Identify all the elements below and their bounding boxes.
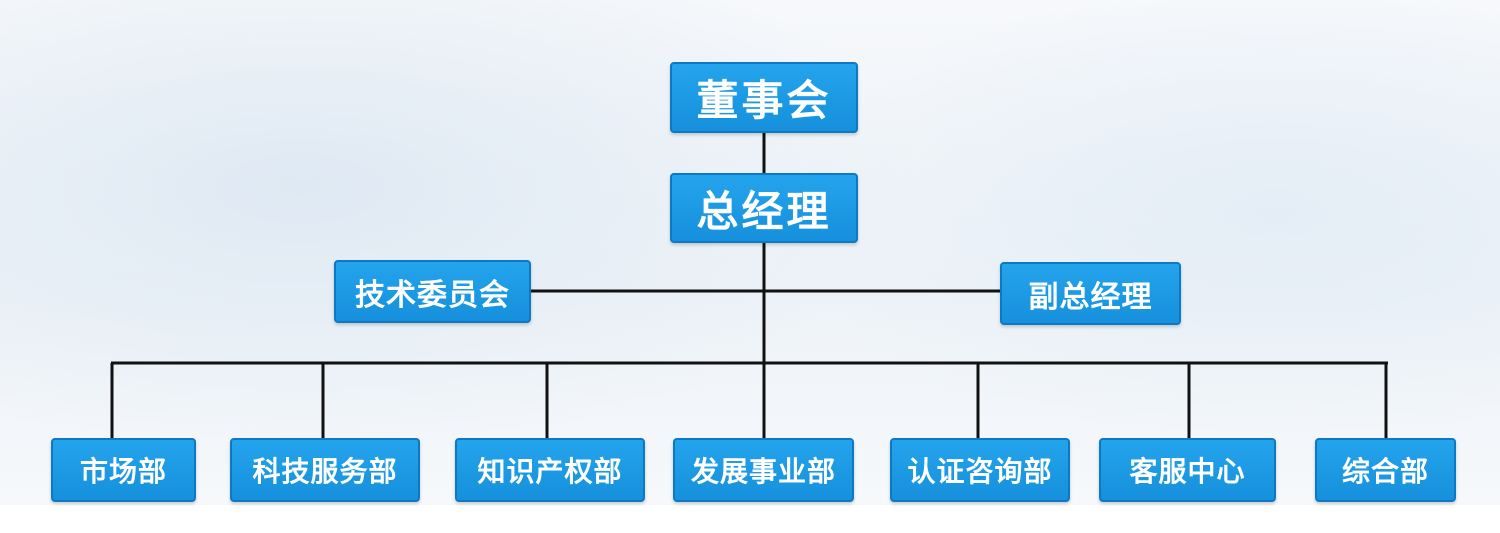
bottom-band [0,505,1500,533]
deputy-general-manager-node: 副总经理 [1000,262,1181,325]
technical-committee-node: 技术委员会 [334,260,531,323]
department-customer-service-node: 客服中心 [1099,438,1276,502]
department-certification-node: 认证咨询部 [890,438,1070,502]
board-node: 董事会 [670,62,858,133]
general-manager-node: 总经理 [670,173,858,243]
department-development-node: 发展事业部 [673,438,854,502]
department-ip-node: 知识产权部 [455,438,645,502]
department-general-affairs-node: 综合部 [1315,438,1456,502]
department-tech-service-node: 科技服务部 [230,438,420,502]
department-market-node: 市场部 [51,438,196,502]
